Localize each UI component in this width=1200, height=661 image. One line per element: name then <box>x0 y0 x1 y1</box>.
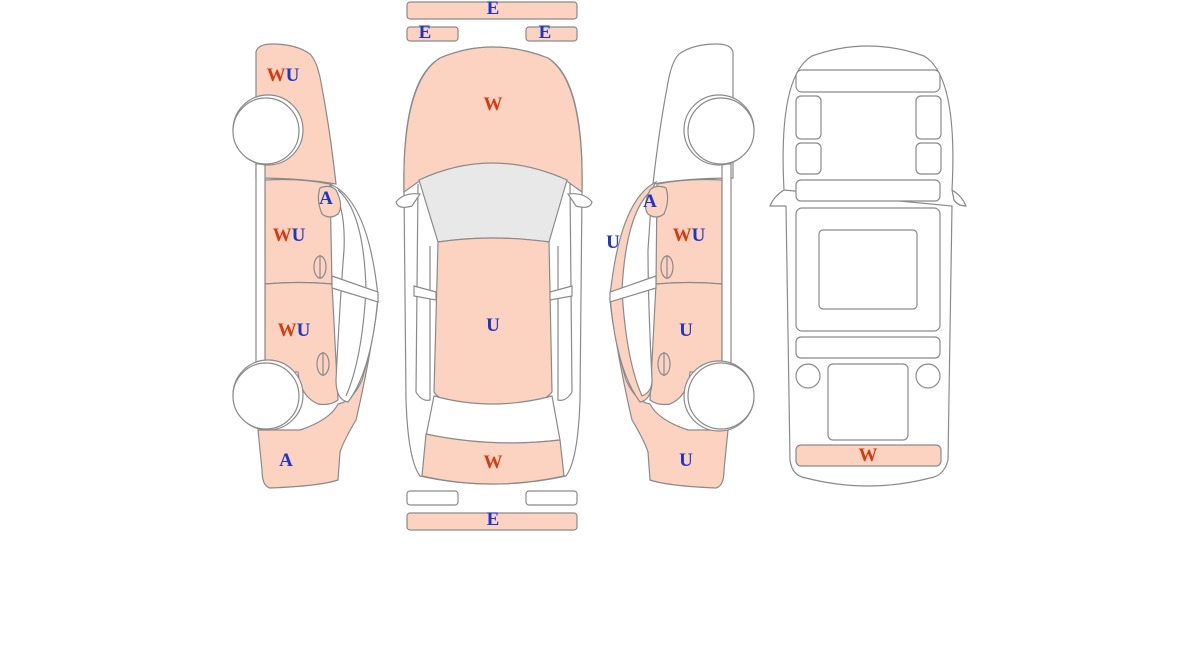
code-left-rear-door: WU <box>278 320 311 341</box>
right-front-wheel <box>687 97 755 165</box>
left-mirror[interactable] <box>317 185 342 218</box>
left-front-wheel <box>232 97 300 165</box>
code-trunk: W <box>484 452 503 473</box>
right-door-stay <box>609 275 657 303</box>
code-right-headlight: E <box>539 22 552 43</box>
code-rear-bumper: E <box>487 509 500 530</box>
underside-hole-right <box>915 363 941 389</box>
underside-view <box>769 45 967 487</box>
damage-code-labels: WU A WU WU A E E E W U W E A U WU U U W <box>267 0 878 530</box>
left-taillight <box>406 490 459 506</box>
left-door-stay-upper <box>331 275 379 303</box>
underside-spare-well <box>827 363 909 441</box>
top-view <box>395 1 593 531</box>
left-rear-door-handle <box>316 352 330 376</box>
underside-cross-member <box>795 179 941 202</box>
code-right-front-door: WU <box>673 225 706 246</box>
code-roof: U <box>486 315 500 336</box>
code-right-pillar: U <box>606 232 620 253</box>
underside-hole-left <box>795 363 821 389</box>
right-side-view <box>609 43 755 489</box>
code-hood: W <box>484 94 503 115</box>
right-rear-door-handle <box>657 352 671 376</box>
underside-pad-fl <box>795 95 822 140</box>
front-bumper[interactable] <box>406 1 578 20</box>
left-sill <box>255 163 266 365</box>
left-door-strip <box>415 183 431 401</box>
right-sill <box>721 163 732 365</box>
code-front-bumper: E <box>487 0 500 19</box>
underside-front-rail <box>795 69 941 93</box>
left-b-pillar <box>413 285 437 301</box>
underside-pad-ml <box>795 142 822 175</box>
underside-pad-mr <box>915 142 942 175</box>
right-taillight <box>525 490 578 506</box>
underside-rear-panel[interactable] <box>795 444 942 467</box>
right-rear-wheel <box>687 362 755 430</box>
code-left-rear-quarter: A <box>279 450 293 471</box>
code-right-mirror: A <box>643 191 657 212</box>
top-right-mirror <box>566 193 593 208</box>
left-side-view <box>232 43 379 489</box>
code-right-rear-door: U <box>679 320 693 341</box>
right-mirror[interactable] <box>644 185 669 218</box>
underside-rear-cross <box>795 336 941 359</box>
code-left-mirror: A <box>319 188 333 209</box>
rear-bumper[interactable] <box>406 512 578 531</box>
code-underbody-rear-panel: W <box>859 445 878 466</box>
right-headlight[interactable] <box>525 26 578 42</box>
underside-floor-inner <box>818 229 918 310</box>
code-left-front-door: WU <box>273 225 306 246</box>
right-front-door-handle <box>660 255 674 279</box>
top-left-mirror <box>395 193 422 208</box>
right-b-pillar <box>549 285 573 301</box>
trunk[interactable] <box>421 433 565 485</box>
code-left-headlight: E <box>419 22 432 43</box>
underside-pad-fr <box>915 95 942 140</box>
right-door-strip <box>557 183 573 401</box>
left-front-door-handle <box>313 255 327 279</box>
code-left-front-fender: WU <box>267 65 300 86</box>
left-rear-wheel <box>232 362 300 430</box>
code-right-rear-quarter: U <box>679 450 693 471</box>
left-headlight[interactable] <box>406 26 459 42</box>
windshield <box>418 162 568 243</box>
right-rear-quarter[interactable] <box>609 299 729 489</box>
left-rear-quarter[interactable] <box>257 299 379 489</box>
